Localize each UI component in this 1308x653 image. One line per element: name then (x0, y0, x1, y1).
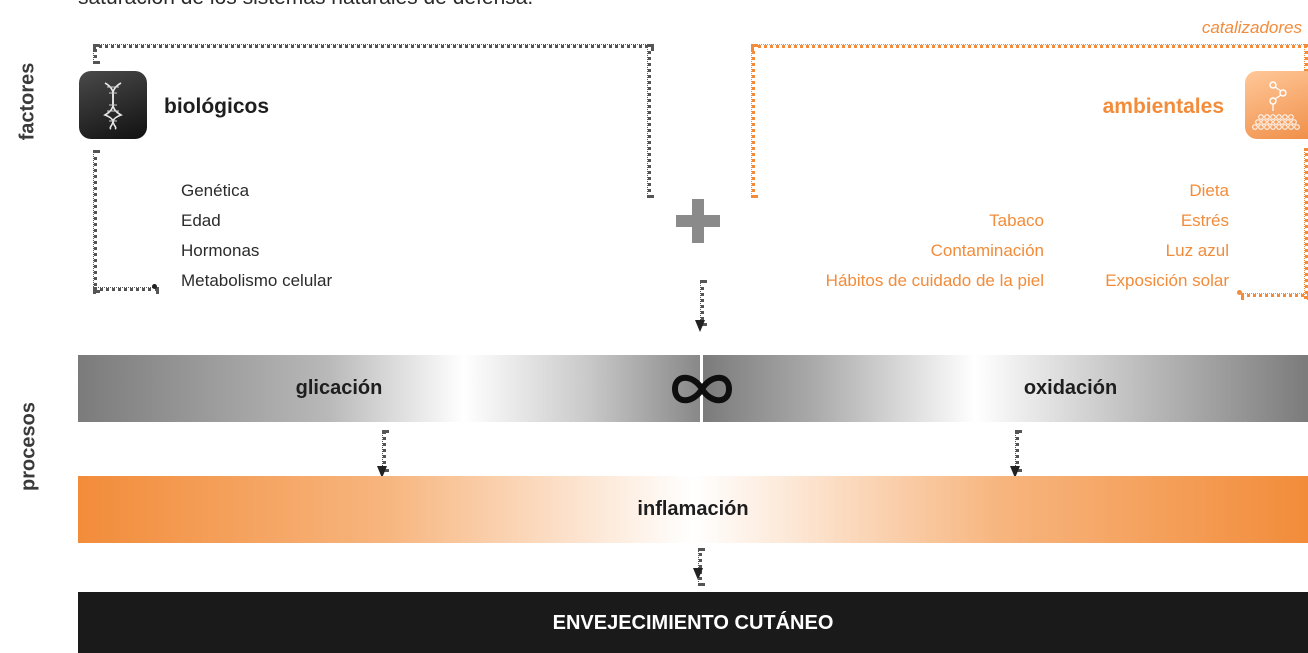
procesos-label: procesos (17, 402, 40, 491)
bio-bracket-left-top (93, 44, 97, 64)
bio-bracket-left-bottom (93, 150, 97, 293)
list-item: Contaminación (930, 241, 1044, 260)
bio-bracket-right (647, 44, 651, 198)
oxidacion-label: oxidación (1023, 377, 1118, 399)
intro-text: saturación de los sistemas naturales de … (78, 0, 533, 10)
arrow-down-icon (1010, 466, 1020, 478)
envejecimiento-label: ENVEJECIMIENTO CUTÁNEO (552, 612, 834, 634)
amb-bracket-left (751, 44, 755, 198)
arrow-down-icon (693, 568, 703, 580)
list-item: Hábitos de cuidado de la piel (825, 271, 1044, 290)
biologicos-title: biológicos (164, 95, 269, 118)
ambientales-title: ambientales (1102, 95, 1224, 118)
bio-bracket-bottom (93, 287, 159, 291)
dna-icon (79, 71, 147, 139)
plus-icon-vertical (692, 199, 704, 243)
list-item: Metabolismo celular (181, 271, 333, 290)
list-item: Dieta (1189, 181, 1229, 200)
arrow-down-icon (377, 466, 387, 478)
oxidacion-band: oxidación (703, 355, 1308, 422)
catalizadores-label: catalizadores (1201, 18, 1302, 37)
list-item: Genética (181, 181, 250, 200)
amb-bracket-bottom (1241, 293, 1308, 297)
list-item: Exposición solar (1105, 271, 1229, 290)
glicacion-band: glicación (78, 355, 700, 422)
ambientales-list-col1: Tabaco Contaminación Hábitos de cuidado … (826, 206, 1044, 296)
factores-label: factores (16, 62, 39, 141)
infinity-icon (669, 360, 735, 418)
bio-bracket-top (93, 44, 654, 48)
list-item: Estrés (1180, 211, 1229, 230)
amb-bracket-dot (1237, 290, 1242, 295)
bio-bracket-dot (152, 284, 157, 289)
molecule-icon (1245, 71, 1308, 139)
arrow-line-inflamacion (698, 548, 702, 586)
envejecimiento-band: ENVEJECIMIENTO CUTÁNEO (78, 592, 1308, 653)
list-item: Tabaco (989, 211, 1044, 230)
amb-bracket-right-top (1304, 44, 1308, 72)
list-item: Luz azul (1165, 241, 1229, 260)
arrow-down-icon (695, 320, 705, 332)
amb-bracket-top (751, 44, 1308, 48)
amb-bracket-right-bottom (1304, 148, 1308, 299)
glicacion-label: glicación (295, 377, 383, 399)
list-item: Edad (181, 211, 221, 230)
list-item: Hormonas (181, 241, 260, 260)
ambientales-list-col2: Dieta Estrés Luz azul Exposición solar (1105, 176, 1229, 296)
inflamacion-label: inflamación (637, 498, 749, 520)
inflamacion-band: inflamación (78, 476, 1308, 543)
biologicos-list: Genética Edad Hormonas Metabolismo celul… (181, 176, 332, 296)
